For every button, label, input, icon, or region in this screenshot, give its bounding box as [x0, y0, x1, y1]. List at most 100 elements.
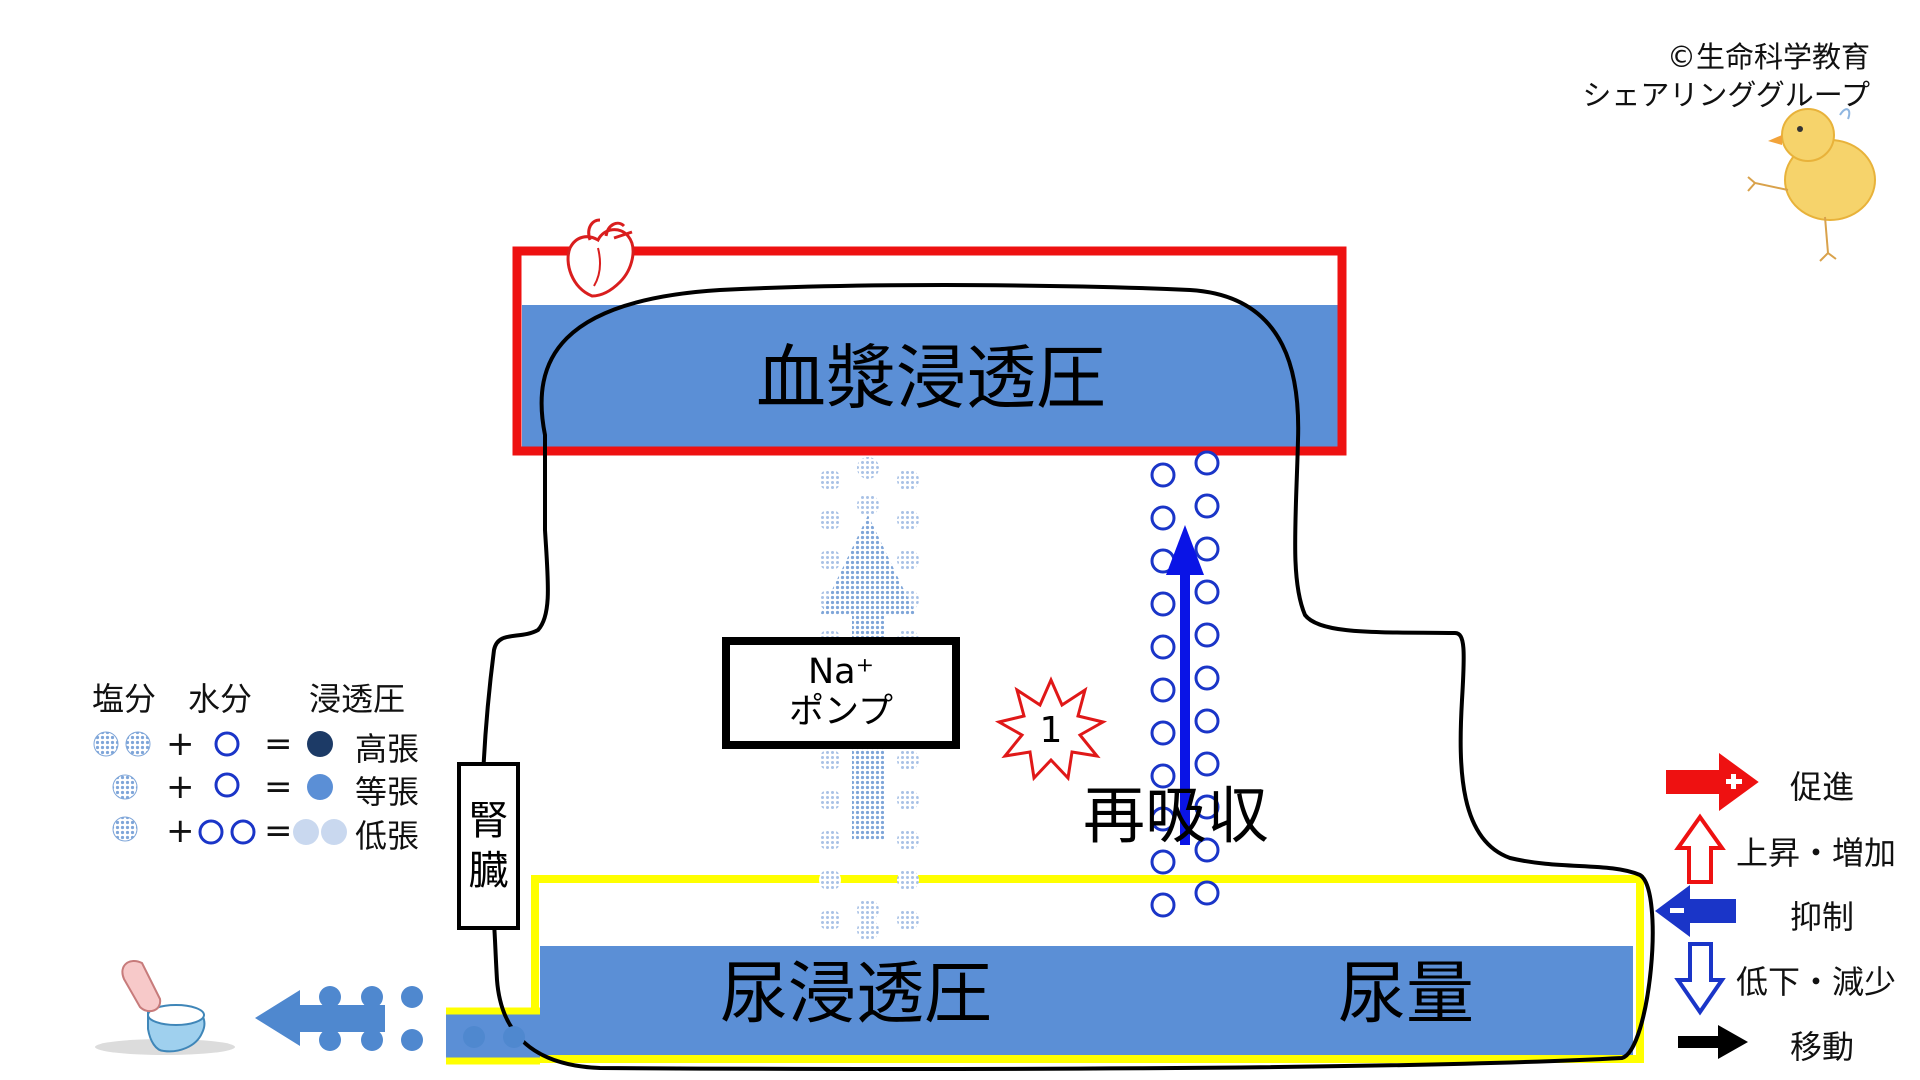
excretion-flow — [255, 986, 525, 1051]
arrow-legend-icons — [1655, 753, 1759, 1059]
water-circle — [1194, 880, 1220, 906]
kidney-label-box — [457, 762, 520, 930]
blue-down-outline-arrow-icon — [1674, 942, 1726, 1016]
excretion-left-arrow-icon — [255, 990, 385, 1046]
salt-dot — [819, 829, 841, 851]
legend-row-2-label: 等張 — [355, 773, 420, 811]
salt-dot — [819, 749, 841, 771]
step-burst-icon — [994, 676, 1108, 782]
legend-header-water: 水分 — [188, 680, 253, 718]
water-circle — [1194, 665, 1220, 691]
water-circle — [1150, 634, 1176, 660]
urine-exit-dot — [401, 1029, 423, 1051]
credit-line-2: シェアリンググループ — [1582, 78, 1870, 112]
water-circle-icon — [230, 819, 256, 845]
reabsorption-arrow-shaft — [1180, 570, 1190, 845]
urine-outlet-fluid — [446, 1011, 540, 1059]
credit-line-1: ©生命科学教育 — [1666, 40, 1870, 74]
na-pump-line-2: ポンプ — [789, 692, 893, 732]
salt-dot — [897, 549, 919, 571]
plasma-compartment — [512, 246, 1347, 456]
reabsorption-label: 再吸収 — [1083, 779, 1270, 852]
salt-dot — [819, 469, 841, 491]
legend-row-2-equals: = — [264, 767, 293, 807]
iso-tonic-dot-icon — [307, 774, 333, 800]
blue-minus-arrow-icon — [1655, 885, 1736, 937]
salt-dot — [819, 789, 841, 811]
urine-exit-dots — [319, 986, 525, 1051]
water-circle — [1150, 505, 1176, 531]
salt-dot — [819, 549, 841, 571]
salt-dot-icon — [112, 774, 138, 800]
kidney-label-line-2: 臓 — [468, 848, 509, 894]
legend-row-3-plus: + — [166, 811, 195, 851]
salt-dots-mid-lane — [857, 457, 879, 941]
red-up-outline-arrow-icon — [1674, 813, 1726, 884]
urine-osmotic-pressure-label: 尿浸透圧 — [720, 955, 993, 1034]
urine-exit-dot — [463, 1026, 485, 1048]
water-circle — [1150, 806, 1176, 832]
plasma-box-border — [512, 246, 1347, 456]
salt-dot-icon — [93, 731, 119, 757]
legend-row-1-plus: + — [166, 724, 195, 764]
na-pump-line-1: Na⁺ — [807, 652, 875, 692]
water-circle — [1194, 622, 1220, 648]
salt-dot — [857, 457, 879, 479]
plasma-osmotic-pressure-label: 血漿浸透圧 — [756, 337, 1106, 419]
water-circle — [1150, 720, 1176, 746]
water-circles-left-lane — [1150, 462, 1176, 918]
urine-volume-label: 尿量 — [1338, 955, 1475, 1034]
salt-dot — [897, 869, 919, 891]
legend-header-osmotic: 浸透圧 — [309, 680, 406, 718]
salt-dot-icon — [112, 816, 138, 842]
water-circle — [1150, 763, 1176, 789]
salt-dot — [819, 509, 841, 531]
salt-dot — [897, 509, 919, 531]
urine-exit-dot — [503, 1026, 525, 1048]
salt-dot — [897, 789, 919, 811]
heart-icon — [566, 218, 635, 298]
water-circle — [1194, 751, 1220, 777]
legend-row-1-equals: = — [264, 724, 293, 764]
red-plus-arrow-icon — [1666, 753, 1759, 811]
arrow-legend-decrease: 低下・減少 — [1736, 963, 1897, 1001]
water-circle — [1194, 493, 1220, 519]
urine-exit-dot — [319, 986, 341, 1008]
plasma-fluid — [522, 305, 1340, 447]
water-circle — [1194, 579, 1220, 605]
arrow-legend-inhibit: 抑制 — [1790, 898, 1855, 936]
reabsorption-up-arrow-icon — [1166, 525, 1204, 575]
water-circle-icon — [214, 731, 240, 757]
chick-mascot-icon — [1747, 108, 1876, 262]
water-circle — [1194, 794, 1220, 820]
water-circle — [1150, 677, 1176, 703]
water-circle — [1194, 536, 1220, 562]
osmotic-legend-symbols — [93, 731, 347, 845]
salt-dot — [819, 909, 841, 931]
salt-dot — [897, 829, 919, 851]
salt-dot — [897, 749, 919, 771]
water-circles-right-lane — [1194, 450, 1220, 906]
water-circle — [1194, 708, 1220, 734]
black-arrow-icon — [1678, 1025, 1748, 1059]
water-circle-icon — [198, 819, 224, 845]
water-circle — [1194, 450, 1220, 476]
arrow-legend-promote: 促進 — [1790, 768, 1855, 806]
urine-fluid — [540, 946, 1633, 1058]
high-tonic-dot-icon — [307, 731, 333, 757]
water-circle — [1150, 462, 1176, 488]
salt-dot — [897, 909, 919, 931]
salt-dot — [857, 899, 879, 921]
water-reabsorption-column — [1150, 450, 1220, 918]
kidney-label: 腎 臓 — [459, 796, 518, 896]
salt-dot — [897, 469, 919, 491]
urine-exit-dot — [401, 986, 423, 1008]
salt-dot — [857, 494, 879, 516]
legend-row-3-label: 低張 — [355, 817, 420, 855]
salt-dot — [819, 869, 841, 891]
water-circle — [1150, 892, 1176, 918]
urine-exit-dot — [361, 986, 383, 1008]
na-pump-label: Na⁺ ポンプ — [730, 652, 952, 732]
legend-row-1-label: 高張 — [355, 730, 420, 768]
